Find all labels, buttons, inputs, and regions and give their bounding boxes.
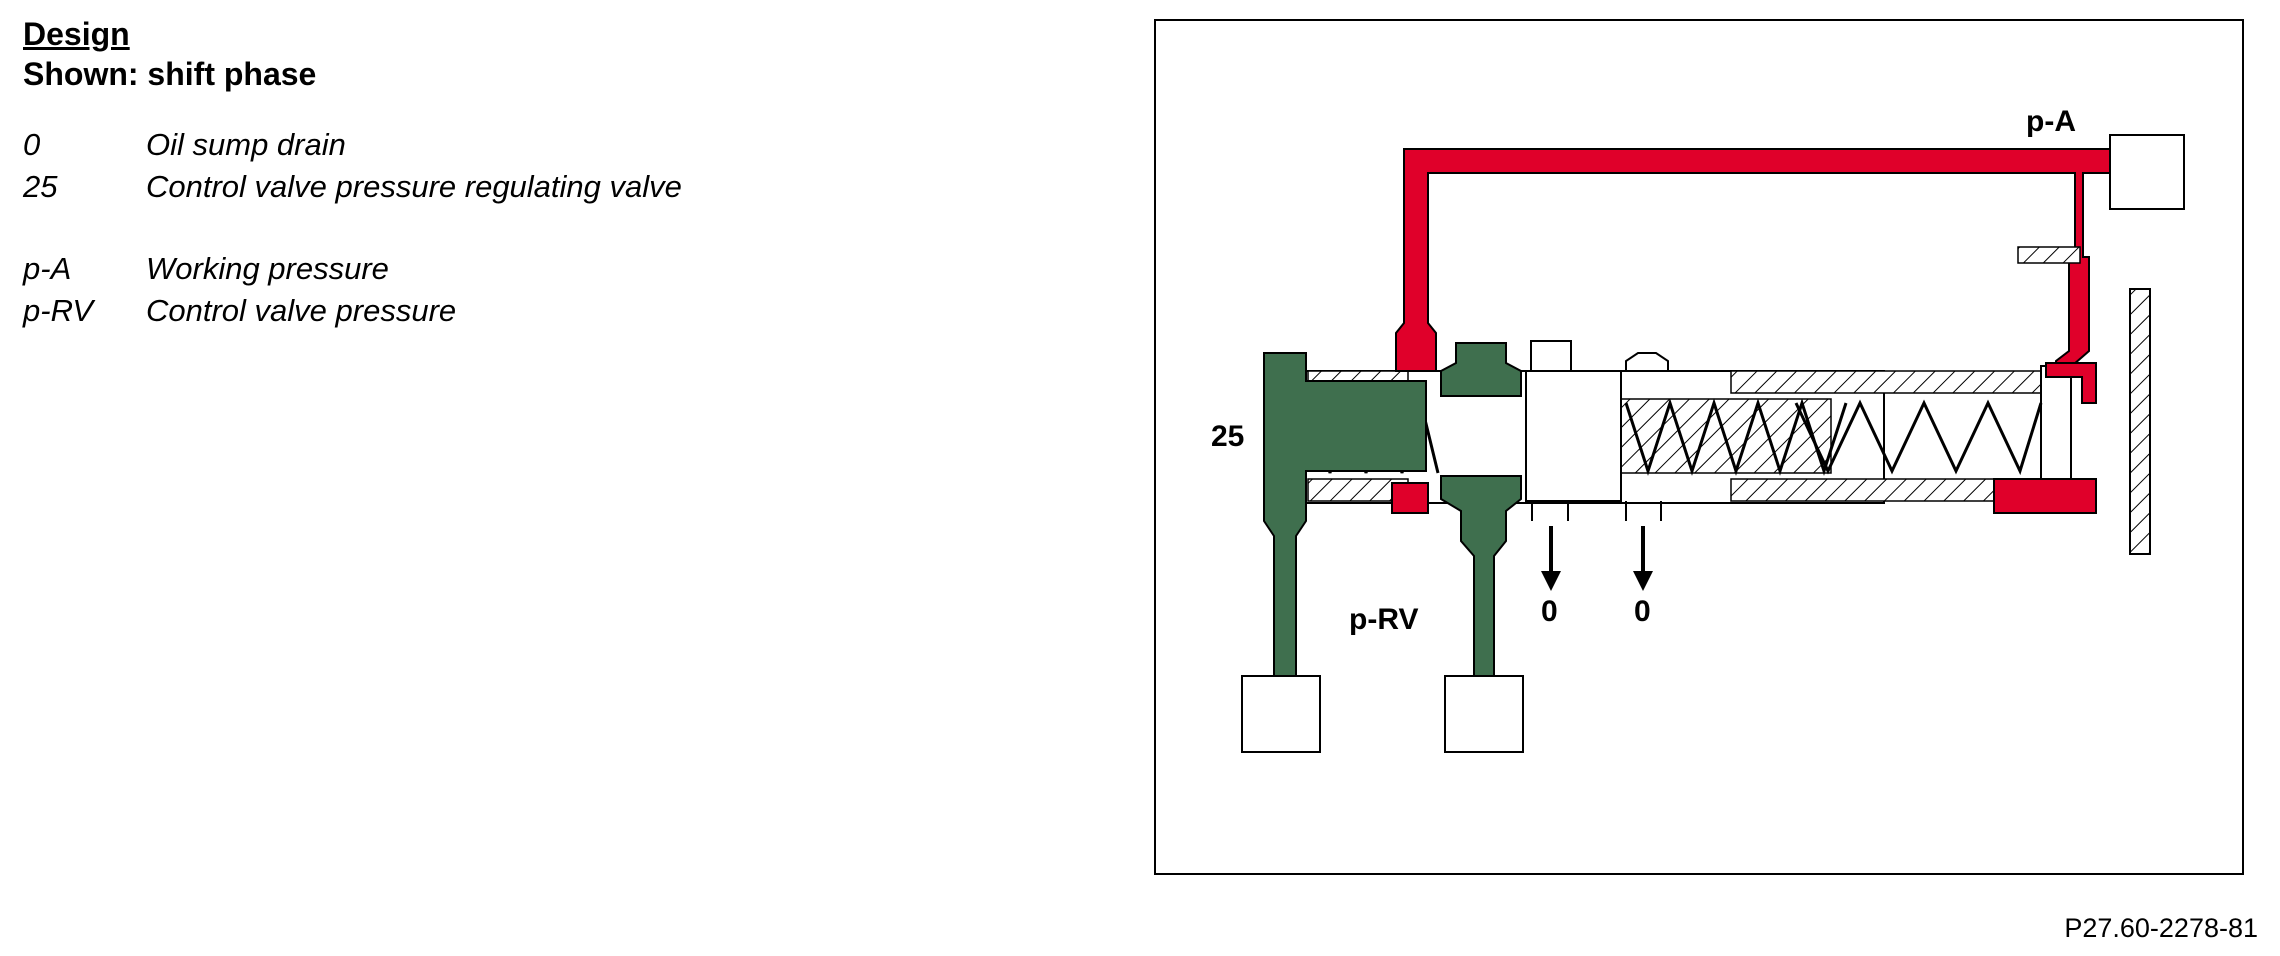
working-pressure-line <box>1395 148 2111 374</box>
top-port-box <box>1530 340 1572 372</box>
spool-land <box>1525 370 1622 502</box>
legend-title: Design <box>23 16 130 52</box>
top-port-notch <box>1625 352 1669 372</box>
legend-item: p-RV Control valve pressure <box>23 290 682 332</box>
drain-arrow-icon <box>1541 526 1561 591</box>
valve-label: 25 <box>1211 420 1244 453</box>
legend-text: Control valve pressure regulating valve <box>146 169 682 204</box>
control-pressure-spool <box>1440 342 1522 397</box>
valve-diagram: 25 p-A p-RV 0 0 <box>1154 19 2244 875</box>
working-pressure-right-bottom <box>1993 478 2097 514</box>
drain-label: 0 <box>1541 595 1558 628</box>
legend-code: p-A <box>23 251 72 286</box>
legend-subtitle: Shown: shift phase <box>23 56 317 92</box>
end-plate <box>2129 288 2151 555</box>
working-pressure-label: p-A <box>2026 105 2076 138</box>
legend-code: 0 <box>23 127 41 162</box>
legend-text: Working pressure <box>146 251 389 286</box>
legend-text: Control valve pressure <box>146 293 457 328</box>
legend-item: 0 Oil sump drain <box>23 124 682 166</box>
legend-code: p-RV <box>23 293 94 328</box>
port-box-middle <box>1444 675 1524 753</box>
control-pressure-label: p-RV <box>1349 603 1418 636</box>
port-box-left <box>1241 675 1321 753</box>
drain-label: 0 <box>1634 595 1651 628</box>
legend-text: Oil sump drain <box>146 127 346 162</box>
valve-diagram-svg: 25 p-A p-RV 0 0 <box>1211 105 2185 753</box>
working-pressure-right-top <box>2045 362 2097 404</box>
right-sleeve-top <box>1730 370 2045 394</box>
working-pressure-port-bottom <box>1391 482 1429 514</box>
legend: Design Shown: shift phase 0 Oil sump dra… <box>23 14 682 332</box>
legend-code: 25 <box>23 169 58 204</box>
control-pressure-stem <box>1440 475 1522 677</box>
port-box-pa <box>2109 134 2185 210</box>
control-pressure-plunger <box>1263 352 1427 677</box>
legend-item: p-A Working pressure <box>23 248 682 290</box>
figure-id: P27.60-2278-81 <box>2064 913 2258 943</box>
right-spring <box>1794 399 2043 476</box>
orifice <box>2017 246 2081 264</box>
drain-arrow-icon <box>1633 526 1653 591</box>
legend-item: 25 Control valve pressure regulating val… <box>23 166 682 208</box>
center-spring <box>1624 398 1848 476</box>
